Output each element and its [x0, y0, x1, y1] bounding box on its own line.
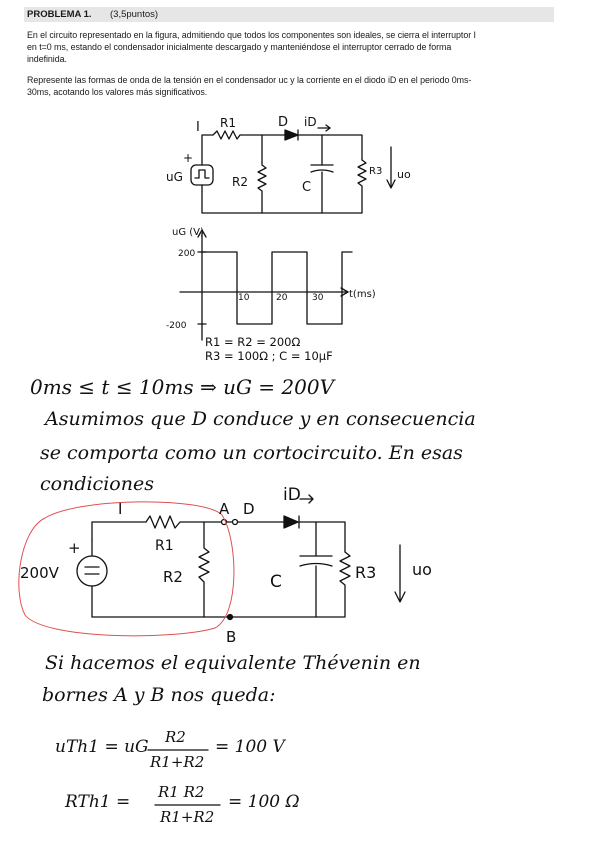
c2-source-value: 200V	[20, 564, 60, 582]
values-line-2: R3 = 100Ω ; C = 10μF	[205, 349, 333, 363]
c2-current-label: iD	[283, 485, 301, 505]
values-line-1: R1 = R2 = 200Ω	[205, 335, 300, 349]
uth-numerator: R2	[165, 728, 186, 746]
graph-tick-20: 20	[276, 293, 288, 303]
statement-line-5: 30ms, acotando los valores más significa…	[27, 87, 208, 97]
c2-plus-sign: +	[68, 539, 81, 557]
c2-r2-label: R2	[163, 568, 183, 586]
c1-source-label: uG	[166, 170, 183, 184]
solution-text-2: se comporta como un cortocircuito. En es…	[40, 442, 463, 464]
c1-out-label: uo	[397, 168, 411, 181]
uth-result: = 100 V	[215, 737, 285, 757]
c2-node-b-label: B	[226, 628, 236, 646]
circuit-2-diagram	[76, 494, 406, 621]
circuit-1-diagram	[190, 124, 396, 214]
c2-r1-label: R1	[155, 538, 174, 554]
highlight-circle	[18, 501, 235, 637]
c2-diode-label: D	[243, 500, 255, 518]
uth-lhs: uTh1 = uG	[55, 737, 149, 757]
c1-switch-label: I	[196, 120, 200, 135]
graph-y-low: -200	[166, 321, 187, 331]
graph-y-high: 200	[178, 249, 195, 259]
header-band	[24, 7, 554, 22]
rth-lhs: RTh1 =	[65, 792, 131, 812]
c1-cap-label: C	[302, 180, 311, 195]
statement-line-2: en t=0 ms, estando el condensador inicia…	[27, 42, 452, 52]
c1-r3-label: R3	[369, 166, 382, 177]
graph-xlabel: t(ms)	[349, 289, 376, 300]
c2-out-label: uo	[412, 560, 432, 579]
graph-tick-10: 10	[238, 293, 250, 303]
solution-condition: 0ms ≤ t ≤ 10ms ⇒ uG = 200V	[30, 375, 335, 399]
c2-cap-label: C	[270, 572, 282, 592]
c1-r1-label: R1	[220, 116, 236, 130]
thevenin-text-1: Si hacemos el equivalente Thévenin en	[45, 652, 421, 674]
statement-line-3: indefinida.	[27, 54, 67, 64]
thevenin-text-2: bornes A y B nos queda:	[42, 684, 276, 706]
graph-tick-30: 30	[312, 293, 324, 303]
statement-line-4: Represente las formas de onda de la tens…	[27, 75, 472, 85]
problem-points: (3,5puntos)	[110, 9, 159, 20]
c1-plus-sign: +	[183, 151, 193, 165]
solution-text-3: condiciones	[40, 473, 154, 495]
c1-current-label: iD	[304, 115, 317, 129]
c1-r2-label: R2	[232, 175, 248, 189]
problem-title: PROBLEMA 1.	[27, 9, 92, 20]
solution-text-1: Asumimos que D conduce y en consecuencia	[45, 408, 476, 430]
c1-diode-label: D	[278, 115, 288, 130]
uth-denominator: R1+R2	[150, 753, 205, 771]
c2-switch-label: I	[118, 500, 122, 518]
statement-line-1: En el circuito representado en la figura…	[27, 30, 476, 40]
c2-node-a-label: A	[219, 500, 230, 518]
rth-numerator: R1 R2	[158, 783, 205, 801]
rth-result: = 100 Ω	[228, 792, 300, 812]
c2-r3-label: R3	[355, 563, 376, 582]
graph-ylabel: uG (V)	[172, 227, 204, 238]
rth-denominator: R1+R2	[160, 808, 215, 826]
waveform-graph	[179, 229, 353, 341]
